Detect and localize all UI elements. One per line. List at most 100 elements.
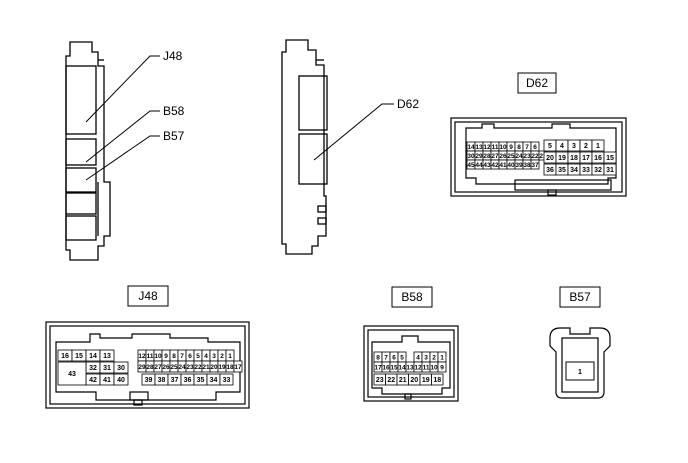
d62-pin-cell bbox=[591, 139, 605, 152]
d62-title-box bbox=[517, 72, 557, 94]
middle-junction-block bbox=[281, 39, 328, 255]
b58-pin-12: 12 bbox=[414, 365, 422, 372]
b57-title: B57 bbox=[569, 290, 591, 304]
d62-pin-13: 13 bbox=[475, 144, 483, 151]
d62-pin-37: 37 bbox=[531, 162, 539, 169]
j48-pin-42: 42 bbox=[89, 377, 97, 384]
d62-pin-16: 16 bbox=[594, 155, 602, 162]
d62-pin-10: 10 bbox=[499, 144, 507, 151]
b57-title-box bbox=[559, 286, 601, 308]
d62-pin-22: 22 bbox=[531, 153, 539, 160]
d62-pin-2: 2 bbox=[584, 143, 588, 150]
b58-pin-16: 16 bbox=[382, 365, 390, 372]
j48-pin-7: 7 bbox=[180, 353, 184, 360]
b58-pin-1: 1 bbox=[440, 355, 444, 362]
j48-pin-40: 40 bbox=[117, 377, 125, 384]
b58-pin-11: 11 bbox=[423, 365, 430, 372]
d62-pin-43: 43 bbox=[483, 162, 491, 169]
b58-pin-23: 23 bbox=[376, 377, 384, 384]
j48-pin-31: 31 bbox=[103, 365, 111, 372]
d62-pin-34: 34 bbox=[570, 167, 578, 174]
b57-pin-cell bbox=[565, 361, 595, 381]
j48-pin-3: 3 bbox=[212, 353, 216, 360]
b58-pin-cell bbox=[437, 361, 447, 373]
j48-pin-1: 1 bbox=[228, 353, 232, 360]
d62-pin-18: 18 bbox=[570, 155, 578, 162]
d62-pin-45: 45 bbox=[467, 162, 475, 169]
j48-pin-37: 37 bbox=[171, 377, 179, 384]
d62-pin-4: 4 bbox=[560, 143, 564, 150]
b58-pin-cell bbox=[431, 373, 444, 386]
b58-pin-15: 15 bbox=[390, 365, 398, 372]
j48-pin-32: 32 bbox=[89, 365, 97, 372]
j48-pin-2: 2 bbox=[220, 353, 224, 360]
callout-b58: B58 bbox=[163, 104, 185, 118]
j48-pin-cell bbox=[99, 349, 115, 362]
j48-pin-10: 10 bbox=[154, 353, 162, 360]
d62-pin-20: 20 bbox=[546, 155, 554, 162]
d62-pin-26: 26 bbox=[499, 153, 507, 160]
j48-pin-4: 4 bbox=[204, 353, 208, 360]
b58-pin-18: 18 bbox=[433, 377, 441, 384]
b58-pin-2: 2 bbox=[432, 355, 436, 362]
b58-pin-9: 9 bbox=[440, 365, 444, 372]
j48-pin-20: 20 bbox=[210, 364, 218, 371]
d62-pin-40: 40 bbox=[507, 162, 515, 169]
d62-pin-35: 35 bbox=[558, 167, 566, 174]
d62-pin-17: 17 bbox=[582, 155, 590, 162]
d62-pin-32: 32 bbox=[594, 167, 602, 174]
b58-pin-5: 5 bbox=[400, 355, 404, 362]
j48-pin-23: 23 bbox=[186, 364, 194, 371]
j48-pin-38: 38 bbox=[158, 377, 166, 384]
j48-pin-33: 33 bbox=[223, 377, 231, 384]
b58-pin-21: 21 bbox=[399, 377, 407, 384]
j48-pin-19: 19 bbox=[218, 364, 226, 371]
d62-pin-23: 23 bbox=[523, 153, 531, 160]
j48-pin-15: 15 bbox=[75, 353, 83, 360]
d62-pin-31: 31 bbox=[606, 167, 614, 174]
j48-pin-18: 18 bbox=[226, 364, 234, 371]
j48-pin-43: 43 bbox=[68, 371, 76, 378]
leader-lines bbox=[85, 55, 394, 181]
b58-pin-19: 19 bbox=[422, 377, 430, 384]
d62-pin-30: 30 bbox=[467, 153, 475, 160]
j48-pin-24: 24 bbox=[178, 364, 186, 371]
j48-pin-34: 34 bbox=[210, 377, 218, 384]
b58-pin-17: 17 bbox=[374, 365, 382, 372]
d62-pin-24: 24 bbox=[515, 153, 523, 160]
d62-pin-8: 8 bbox=[517, 144, 521, 151]
d62-pin-3: 3 bbox=[572, 143, 576, 150]
b58-pin-13: 13 bbox=[406, 365, 414, 372]
b58-title: B58 bbox=[401, 290, 423, 304]
b58-pin-10: 10 bbox=[430, 365, 438, 372]
connector-b57: B57 1 bbox=[549, 286, 611, 399]
d62-pin-36: 36 bbox=[546, 167, 554, 174]
j48-pin-30: 30 bbox=[117, 365, 125, 372]
j48-pin-5: 5 bbox=[196, 353, 200, 360]
j48-pin-16: 16 bbox=[61, 353, 69, 360]
d62-pin-1: 1 bbox=[596, 143, 600, 150]
b58-pin-6: 6 bbox=[392, 355, 396, 362]
d62-pin-cell bbox=[530, 159, 540, 170]
b58-pin-20: 20 bbox=[410, 377, 418, 384]
j48-pin-cell bbox=[113, 361, 129, 374]
d62-pin-9: 9 bbox=[509, 144, 513, 151]
j48-pin-13: 13 bbox=[103, 353, 111, 360]
d62-pin-cell bbox=[603, 151, 617, 164]
d62-pin-44: 44 bbox=[475, 162, 483, 169]
b57-pin-1: 1 bbox=[578, 369, 582, 376]
j48-title-box bbox=[127, 285, 169, 307]
d62-pin-cell bbox=[603, 163, 617, 176]
d62-pin-33: 33 bbox=[582, 167, 590, 174]
j48-pin-39: 39 bbox=[145, 377, 153, 384]
j48-pin-6: 6 bbox=[188, 353, 192, 360]
left-junction-block bbox=[65, 41, 111, 261]
d62-pin-15: 15 bbox=[606, 155, 614, 162]
j48-pin-12: 12 bbox=[138, 353, 146, 360]
d62-pin-21: 21 bbox=[539, 153, 547, 160]
